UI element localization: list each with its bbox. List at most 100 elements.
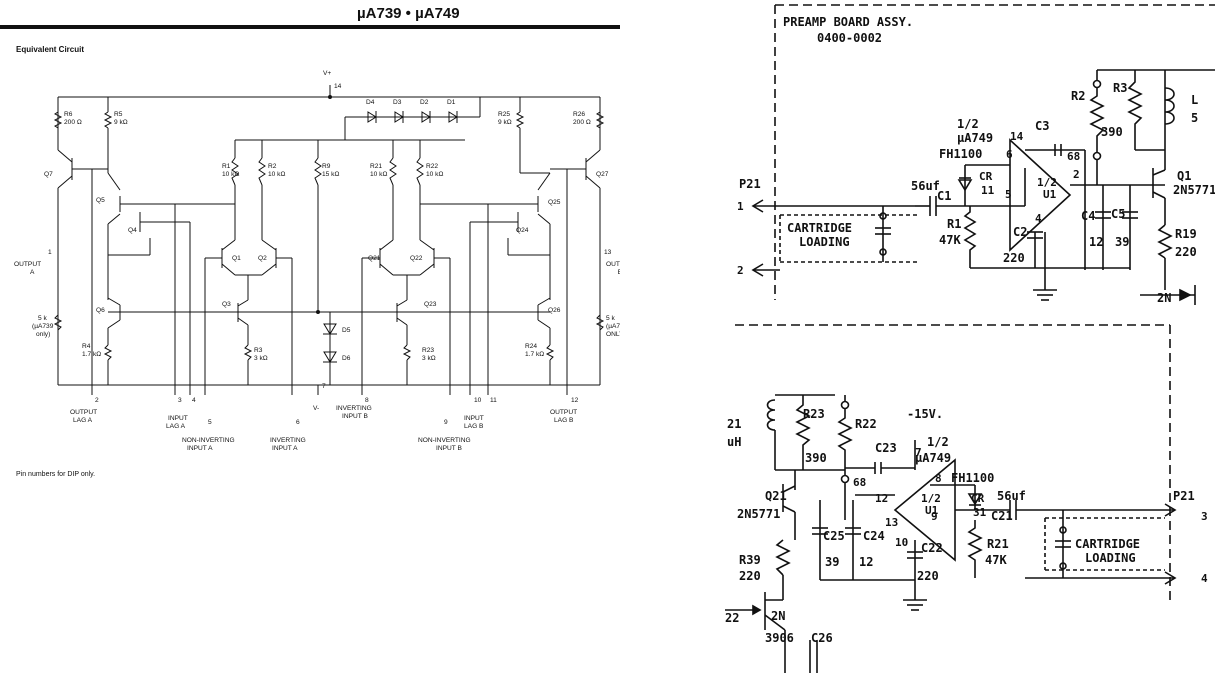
r23-ref: R23 [803,407,825,421]
c5-value: 39 [1115,235,1129,249]
ground-label: V- [313,405,319,412]
cr31-num: 31 [973,506,987,519]
resistor-0-ref: R6 [64,111,73,118]
diode-5-label: D6 [342,355,351,362]
r39-value: 220 [739,569,761,583]
diode-2-label: D2 [420,99,429,106]
pin-output-lag-b: 12 [571,397,579,404]
q22-part-line1: 2N [771,609,785,623]
output-b-label-line2: B [618,269,620,276]
u1b-half-top: 1/2 [921,492,941,505]
u1b-pin-13: 13 [885,516,898,529]
q1-part: 2N5771 [1173,183,1215,197]
resistor-9-ref: R4 [82,343,91,350]
c23-ref: C23 [875,441,897,455]
r21-value: 47K [985,553,1007,567]
diode-0-label: D4 [366,99,375,106]
preamp-board-schematic: PREAMP BOARD ASSY.0400-00021/2µA749FH110… [725,4,1215,673]
transistor-5-label: Q2 [258,255,267,262]
transistor-8-label: Q22 [410,255,423,262]
l21-ref: 21 [727,417,741,431]
non-inverting-b-line1: NON-INVERTING [418,437,471,444]
connector-pin-2: 2 [737,264,744,277]
u1-pin-14: 14 [1010,130,1024,143]
u1-pin-4: 4 [1035,212,1042,225]
transistor-12-label: Q26 [548,307,561,314]
diode-3-label: D1 [447,99,456,106]
u1-pin-6: 6 [1006,148,1013,161]
c1-ref: C1 [937,189,951,203]
u1b-alt-part: FH1100 [951,471,994,485]
r39-ref: R39 [739,553,761,567]
u1b-pin-9: 9 [931,510,938,523]
footnote: Pin numbers for DIP only. [16,471,95,478]
resistor-0-value: 200 Ω [64,119,82,126]
r21-ref: R21 [987,537,1009,551]
q22-part-line2: 3906 [765,631,794,645]
r22-ref: R22 [855,417,877,431]
transistor-0-label: Q7 [44,171,53,178]
transistor-3-label: Q6 [96,307,105,314]
u1-pin-2: 2 [1073,168,1080,181]
c4-value: 12 [1089,235,1103,249]
c24-value: 12 [859,555,873,569]
diode-4-label: D5 [342,327,351,334]
resistor-12-value: 1.7 kΩ [525,351,544,358]
resistor-3-value: 10 kΩ [268,171,285,178]
connector-pin-4: 4 [1201,572,1208,585]
supply-minus-15v: -15V. [907,407,943,421]
transistor-2-label: Q4 [128,227,137,234]
resistor-4-ref: R9 [322,163,331,170]
equivalent-circuit-panel: µA739 • µA749 Equivalent Circuit Pin num… [0,5,620,478]
pin-non-inverting-a: 5 [208,419,212,426]
non-inverting-b-line2: INPUT B [436,445,462,452]
transistor-13-label: Q27 [596,171,609,178]
c3-value: 68 [1067,150,1080,163]
l-value: 5 [1191,111,1198,125]
u1b-part: µA749 [915,451,951,465]
c24-ref: C24 [863,529,885,543]
resistor-8-ref: R26 [573,111,585,118]
load-b-line2: (µA739 [606,323,620,330]
inverting-a-line1: INVERTING [270,437,306,444]
q-bottom-part: 2N [1157,291,1171,305]
datasheet-header: µA739 • µA749 [357,5,460,22]
non-inverting-a-line2: INPUT A [187,445,213,452]
c26-ref: C26 [811,631,833,645]
pin-input-lag-a-2: 4 [192,397,196,404]
inverting-b-line2: INPUT B [342,413,368,420]
resistor-11-ref: R23 [422,347,434,354]
resistor-6-value: 10 kΩ [426,171,443,178]
c25-ref: C25 [823,529,845,543]
resistor-10-ref: R3 [254,347,263,354]
u1-alt-part: FH1100 [939,147,982,161]
u1-fraction: 1/2 [957,117,979,131]
ground-pin: 7 [322,383,326,390]
c21-ref: C21 [991,509,1013,523]
input-lag-a-line2: LAG A [166,423,186,430]
transistor-6-label: Q3 [222,301,231,308]
q21-ref: Q21 [765,489,787,503]
resistor-1-ref: R5 [114,111,123,118]
resistor-10-value: 3 kΩ [254,355,268,362]
resistor-8-value: 200 Ω [573,119,591,126]
u1-half-bottom: U1 [1043,188,1057,201]
output-lag-b-line1: OUTPUT [550,409,577,416]
c2-value: 220 [1003,251,1025,265]
input-lag-b-line1: INPUT [464,415,484,422]
l-ref: L [1191,93,1198,107]
cartridge-loading-b-line1: CARTRIDGE [1075,537,1140,551]
q21-part: 2N5771 [737,507,780,521]
output-b-label-line1: OUTPUT [606,261,620,268]
resistor-7-ref: R25 [498,111,510,118]
u1-part: µA749 [957,131,993,145]
pin-inverting-b: 8 [365,397,369,404]
pin-input-lag-b-1: 10 [474,397,482,404]
inverting-a-line2: INPUT A [272,445,298,452]
c1-value: 56uf [911,179,940,193]
supply-label: V+ [323,70,331,77]
pin-output-a: 1 [48,249,52,256]
u1b-pin-7: 7 [915,446,922,459]
input-lag-b-line2: LAG B [464,423,484,430]
